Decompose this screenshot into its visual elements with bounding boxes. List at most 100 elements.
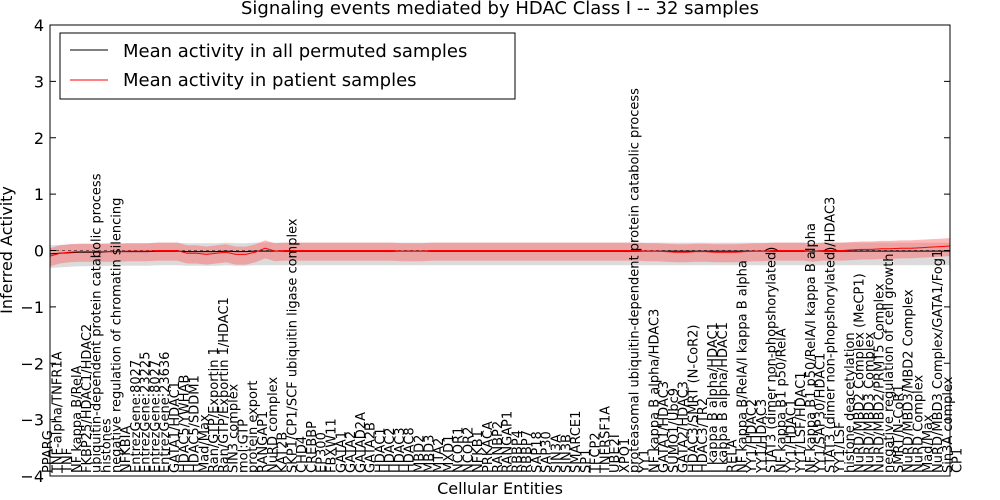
x-tick-label-5: ubiquitin-dependent protein catabolic pr… bbox=[90, 173, 105, 473]
x-tick-label-87: SMRT/N-CoR1 bbox=[892, 384, 907, 473]
x-tick-label-28: EP300 bbox=[315, 432, 330, 473]
x-tick-label-50: SAP18 bbox=[530, 431, 545, 473]
x-tick-label-77: YY1/LSF/HDAC1 bbox=[794, 371, 809, 473]
x-tick-label-88: NuRD/MBD3/MBD2 Complex bbox=[902, 289, 917, 473]
x-tick-label-92: Sin3A complex bbox=[941, 376, 956, 473]
x-tick-label-47: RANGAP1 bbox=[501, 411, 516, 473]
legend-label-patient: Mean activity in patient samples bbox=[123, 70, 417, 91]
x-tick-label-73: YY1/HDAC3 bbox=[755, 399, 770, 474]
x-tick-label-84: NuRD/MBD3 Complex bbox=[863, 332, 878, 473]
x-tick-label-38: MBD2 bbox=[413, 435, 428, 473]
x-tick-label-85: NuRD/MBD2/PRMT5 Complex bbox=[872, 283, 887, 473]
y-tick-label-8: 4 bbox=[34, 16, 44, 35]
x-tick-label-33: GATA2B bbox=[364, 422, 379, 473]
y-tick-label-1: −3 bbox=[20, 411, 44, 430]
x-tick-label-10: EntrezGene:23225 bbox=[139, 352, 154, 473]
x-tick-label-58: UBE2I bbox=[608, 434, 623, 473]
x-tick-label-43: NCOR2 bbox=[461, 427, 476, 473]
x-tick-label-69: I kappa B alpha/HDAC1 bbox=[716, 322, 731, 473]
legend: Mean activity in all permuted samples Me… bbox=[59, 32, 516, 100]
x-tick-label-80: STAT3 (dimer non-phopshorylated)/HDAC3 bbox=[823, 197, 838, 473]
x-tick-label-70: RELA bbox=[726, 439, 741, 473]
y-tick-label-4: 0 bbox=[34, 242, 44, 261]
patient-band bbox=[50, 238, 950, 267]
x-tick-label-12: EntrezGene:23636 bbox=[158, 352, 173, 473]
y-tick-label-5: 1 bbox=[34, 185, 44, 204]
series-line-1 bbox=[49, 245, 951, 257]
series-lines bbox=[49, 245, 951, 257]
x-tick-label-66: HDAC3/SMRT (N-CoR2) bbox=[686, 324, 701, 472]
x-tick-label-35: HDAC2 bbox=[383, 427, 398, 473]
x-tick-label-76: YY1/HDAC1 bbox=[784, 399, 799, 474]
x-tick-label-64: SUMO1/Ubc9 bbox=[667, 388, 682, 473]
x-tick-label-56: TFCP2 bbox=[589, 432, 604, 474]
x-tick-label-19: SIN3 complex bbox=[227, 383, 242, 473]
y-tick-label-3: −1 bbox=[20, 298, 44, 317]
x-tick-label-68: I kappa B alpha/HDAC1 bbox=[706, 322, 721, 473]
x-tick-label-78: NF kappa B1 p50/RelA/I kappa B alpha bbox=[804, 223, 819, 473]
legend-label-permuted: Mean activity in all permuted samples bbox=[123, 41, 467, 62]
x-tick-label-26: CHD4 bbox=[295, 436, 310, 473]
x-tick-label-65: GATA2/HDAC3 bbox=[677, 381, 692, 473]
x-tick-label-79: YY1/SAP30/HDAC1 bbox=[814, 353, 829, 474]
x-tick-label-53: SIN3B bbox=[559, 434, 574, 473]
x-tick-label-32: GATAD2A bbox=[354, 412, 369, 473]
x-tick-label-30: GATA1 bbox=[334, 431, 349, 473]
x-tick-label-6: histones bbox=[100, 418, 115, 473]
y-axis-ticks: −4 −3 −2 −1 0 1 2 3 4 bbox=[20, 16, 950, 486]
y-tick-label-2: −2 bbox=[20, 354, 44, 373]
x-tick-label-2: TNF bbox=[60, 448, 75, 474]
x-tick-label-60: proteasomal ubiquitin-dependent protein … bbox=[628, 88, 643, 473]
x-tick-label-21: protein export bbox=[246, 381, 261, 473]
y-tick-label-7: 3 bbox=[34, 72, 44, 91]
x-tick-label-24: KAT2B bbox=[276, 432, 291, 473]
x-tick-label-55: SP1 bbox=[579, 449, 594, 473]
x-tick-label-52: SIN3A bbox=[550, 434, 565, 473]
x-tick-label-3: NF kappa B/RelA bbox=[70, 365, 85, 473]
x-tick-label-0: PPARG bbox=[41, 430, 56, 473]
x-tick-label-57: TNFRSF1A bbox=[598, 406, 613, 474]
x-tick-label-16: Mad/Max bbox=[197, 414, 212, 473]
x-tick-label-90: Mad/Max bbox=[921, 414, 936, 473]
x-tick-label-8: NFKBIA bbox=[119, 425, 134, 472]
x-tick-label-20: mol:GTP bbox=[236, 419, 251, 473]
x-tick-label-17: Ran/GTP/Exportin 1 bbox=[207, 347, 222, 473]
x-tick-label-27: CREBBP bbox=[305, 421, 320, 473]
x-tick-label-25: SKP1/CP1/SCF ubiquitin ligase complex bbox=[285, 218, 300, 473]
x-tick-label-42: NCOR1 bbox=[452, 427, 467, 473]
x-tick-label-48: RBBP4 bbox=[510, 430, 525, 473]
x-tick-label-36: HDAC3 bbox=[393, 427, 408, 473]
x-tick-label-54: SMARCE1 bbox=[569, 411, 584, 473]
x-tick-label-39: MBD3 bbox=[422, 435, 437, 473]
x-tick-label-7: negative regulation of chromatin silenci… bbox=[109, 198, 124, 473]
x-tick-label-93: CP1 bbox=[951, 448, 966, 473]
x-tick-label-9: EntrezGene:8027 bbox=[129, 360, 144, 473]
x-tick-label-44: NFKB1 bbox=[471, 430, 486, 473]
x-tick-label-1: TNF-alpha/TNFR1A bbox=[51, 351, 66, 474]
x-tick-label-59: XPO1 bbox=[618, 438, 633, 473]
x-tick-label-81: YY1/LSF bbox=[833, 422, 848, 475]
y-tick-label-0: −4 bbox=[20, 467, 44, 486]
x-tick-label-31: GATA2 bbox=[344, 431, 359, 473]
x-tick-label-4: FKBP25/HDAC1/HDAC2 bbox=[80, 324, 95, 473]
x-tick-label-62: NF kappa B alpha/HDAC3 bbox=[647, 309, 662, 473]
x-tick-label-15: HDAC5/SDDM1 bbox=[188, 375, 203, 473]
x-tick-label-71: NF kappa B/RelA/I kappa B alpha bbox=[735, 260, 750, 473]
x-tick-label-63: GATA1/HDAC3 bbox=[657, 381, 672, 473]
x-tick-label-18: Ran/GTP/Exportin 1/HDAC1 bbox=[217, 297, 232, 473]
x-tick-label-83: NuRD/MBD2 Complex (MeCP1) bbox=[853, 273, 868, 473]
x-tick-label-89: NuRD Complex bbox=[911, 374, 926, 472]
permuted-band-area bbox=[50, 242, 950, 268]
y-axis-label: Inferred Activity bbox=[0, 186, 16, 314]
x-tick-label-22: RANGAP1 bbox=[256, 411, 271, 473]
permuted-band bbox=[50, 242, 950, 268]
y-tick-label-6: 2 bbox=[34, 129, 44, 148]
chart-title: Signaling events mediated by HDAC Class … bbox=[241, 0, 759, 19]
patient-band-area bbox=[50, 238, 950, 267]
x-tick-label-72: YY1/HDAC2 bbox=[745, 399, 760, 474]
x-tick-label-23: NuRD complex bbox=[266, 376, 281, 473]
x-tick-label-67: HDAC3/TR2 bbox=[696, 398, 711, 473]
x-tick-label-34: HDAC1 bbox=[373, 427, 388, 473]
